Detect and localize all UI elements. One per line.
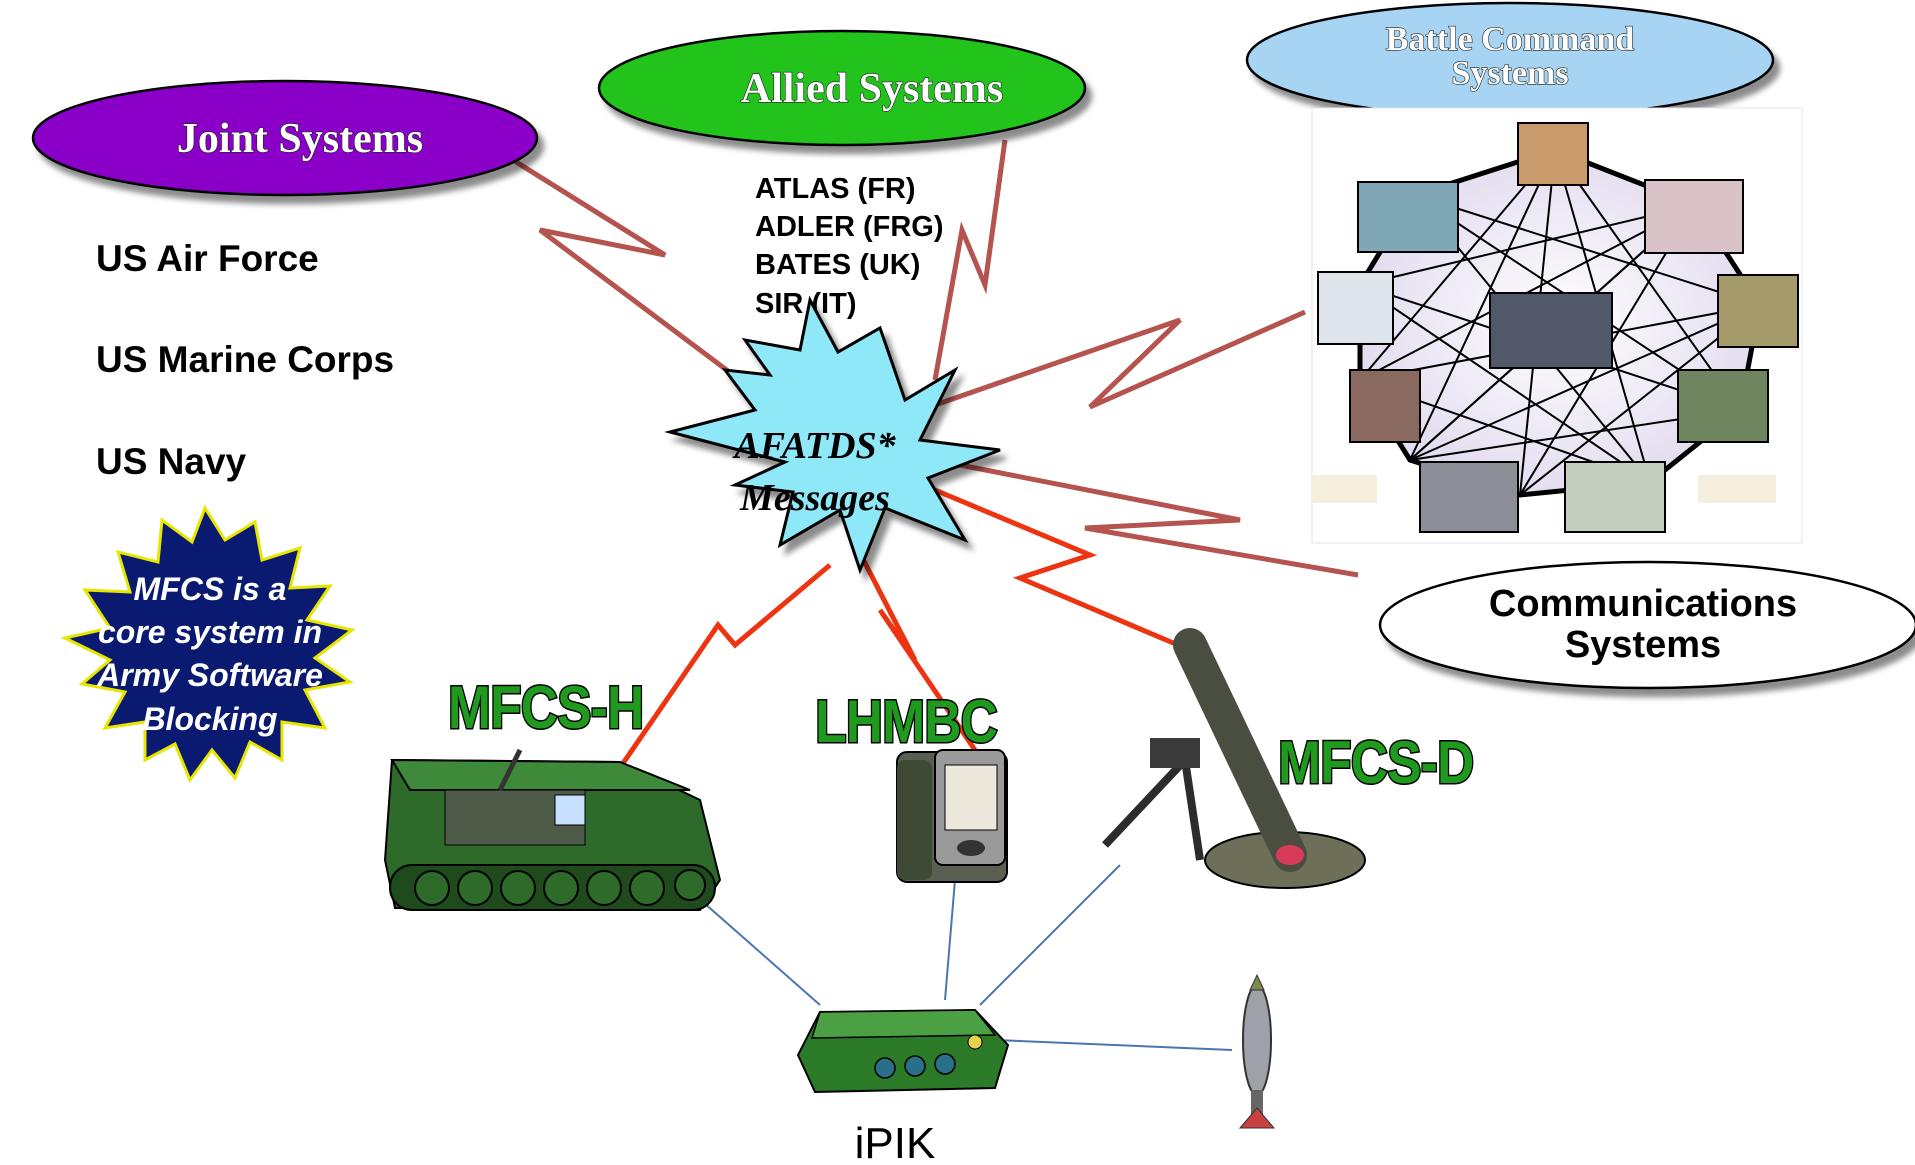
ipik-label: iPIK	[855, 1119, 936, 1165]
lhmbc-handheld-image	[896, 749, 1008, 883]
station-photo	[1677, 369, 1769, 443]
station-photo-center	[1489, 292, 1613, 369]
allied-systems-oval	[597, 29, 1087, 147]
round-fins	[1238, 1107, 1276, 1129]
joint-item-marine-corps: US Marine Corps	[96, 339, 394, 380]
afatds-label-1: AFATDS*	[732, 425, 896, 467]
battle-command-network	[1311, 107, 1803, 544]
mortar-bipod-right	[1181, 759, 1204, 861]
handheld-grip	[897, 760, 932, 880]
carrier-antenna	[497, 748, 523, 792]
communications-label-1: Communications	[1489, 583, 1797, 625]
link-ipik-to-mfcs-d	[979, 864, 1121, 1006]
communications-oval	[1378, 560, 1915, 690]
mfcs-core-text-4: Blocking	[142, 701, 277, 737]
allied-item-bates: BATES (UK)	[755, 249, 920, 281]
allied-systems-label: Allied Systems	[741, 66, 1004, 112]
round-body	[1242, 984, 1272, 1096]
link-afatds-to-lhmbc	[845, 528, 978, 752]
station-photo	[1517, 122, 1589, 186]
joint-systems-node: Joint Systems	[31, 79, 539, 197]
communications-label-2: Systems	[1565, 624, 1721, 666]
link-afatds-to-mfcs-h	[612, 563, 832, 777]
allied-item-adler: ADLER (FRG)	[755, 211, 943, 243]
link-ipik-to-lhmbc	[944, 879, 956, 1001]
station-photo	[1419, 461, 1519, 533]
afatds-label-2: Messages	[739, 477, 890, 519]
mfcs-core-text-3: Army Software	[96, 657, 323, 693]
station-photo	[1717, 274, 1799, 348]
mortar-round-image	[1238, 973, 1276, 1129]
allied-item-atlas: ATLAS (FR)	[755, 173, 916, 205]
network-caption-bar	[1312, 475, 1377, 503]
lhmbc-label: LHMBC	[815, 687, 997, 755]
handheld-screen	[944, 764, 998, 831]
station-photo	[1357, 181, 1459, 253]
joint-items-list: US Air Force US Marine Corps US Navy	[96, 238, 394, 482]
ipik-device-image	[796, 1008, 1010, 1094]
station-photo	[1564, 461, 1666, 533]
carrier-top	[390, 758, 691, 791]
round-fuze	[1249, 973, 1265, 991]
link-comms-to-afatds	[959, 462, 1359, 578]
battle-command-label-1: Battle Command	[1386, 21, 1634, 58]
link-allied-to-afatds	[932, 139, 1008, 381]
afatds-messages-node: AFATDS* Messages	[664, 295, 1001, 575]
joint-systems-oval	[31, 79, 539, 197]
allied-items-list: ATLAS (FR) ADLER (FRG) BATES (UK) SIR (I…	[755, 173, 943, 320]
mfcs-d-mortar-image	[1102, 628, 1366, 889]
station-photo	[1317, 271, 1394, 345]
links-brown	[503, 139, 1359, 578]
mfcs-core-starburst-node: MFCS is a core system in Army Software B…	[60, 504, 356, 784]
ipik-port	[967, 1034, 983, 1050]
network-station-photos	[1317, 122, 1799, 533]
link-joint-to-afatds	[503, 152, 742, 382]
network-caption-bar	[1698, 475, 1776, 503]
communications-node: Communications Systems	[1378, 560, 1915, 690]
joint-systems-label: Joint Systems	[177, 116, 423, 162]
station-photo	[1644, 179, 1744, 254]
mfcs-core-text-1: MFCS is a	[134, 571, 287, 607]
mortar-tube	[1173, 628, 1307, 872]
mortar-muzzle-cap	[1276, 845, 1304, 865]
carrier-panel	[554, 794, 586, 826]
mfcs-core-text-2: core system in	[98, 614, 322, 650]
mfcs-h-vehicle-image	[383, 748, 722, 912]
link-ipik-to-round	[994, 1039, 1233, 1051]
joint-item-navy: US Navy	[96, 441, 247, 482]
link-battle-to-afatds	[934, 309, 1307, 410]
ipik-top	[810, 1009, 997, 1039]
mortar-sight	[1150, 738, 1200, 768]
mfcs-d-label: MFCS-D	[1278, 728, 1473, 796]
carrier-wheels	[414, 869, 706, 906]
ipik-connectors	[874, 1053, 956, 1079]
battle-command-node: Battle Command Systems	[1245, 1, 1775, 119]
allied-systems-node: Allied Systems	[597, 29, 1087, 147]
afatds-starburst	[664, 295, 1001, 575]
links-blue	[694, 864, 1233, 1051]
links-red	[612, 487, 1186, 777]
station-photo	[1349, 369, 1421, 443]
link-ipik-to-mfcs-h	[694, 894, 821, 1006]
mfcs-core-starburst	[60, 504, 356, 784]
joint-item-air-force: US Air Force	[96, 238, 319, 279]
link-afatds-to-mfcs-d	[934, 487, 1186, 651]
battle-command-label-2: Systems	[1451, 55, 1568, 92]
mortar-bipod-left	[1102, 757, 1188, 848]
handheld-dpad	[957, 840, 985, 856]
mfcs-h-label: MFCS-H	[448, 673, 643, 741]
